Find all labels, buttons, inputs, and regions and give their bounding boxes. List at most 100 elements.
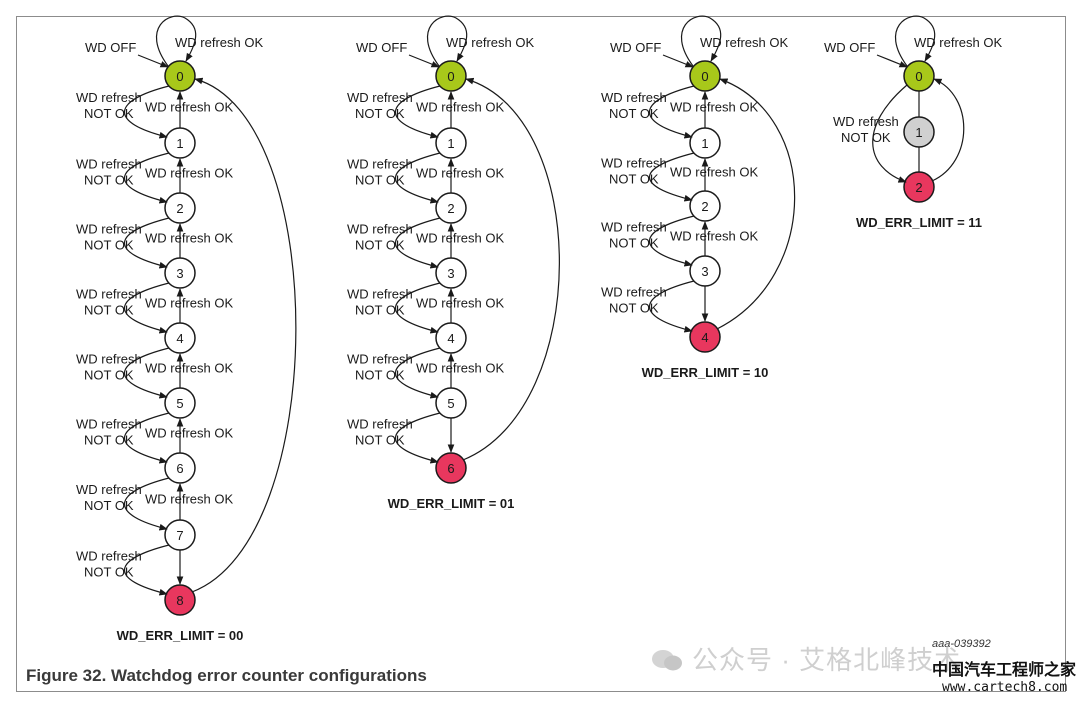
refresh-ok-label-0-6: WD refresh OK — [145, 426, 233, 441]
state-1-2-label: 2 — [447, 201, 454, 216]
not-ok-label-a-0-1: WD refresh — [76, 90, 142, 105]
not-ok-label-a-2-2: WD refresh — [601, 155, 667, 170]
state-1-3-label: 3 — [447, 266, 454, 281]
not-ok-arrow-1-6 — [394, 412, 441, 464]
watermark-text: 公众号 · 艾格北峰技术 — [692, 645, 962, 675]
not-ok-arrow-2-1 — [648, 85, 695, 139]
refresh-ok-label-1-2: WD refresh OK — [416, 166, 504, 181]
state-0-3-label: 3 — [176, 266, 183, 281]
wd-off-arrow-1 — [408, 54, 440, 68]
wd-off-arrow-2 — [662, 54, 694, 68]
not-ok-label-a-2-4: WD refresh — [601, 285, 667, 300]
not-ok-arrow-2-2 — [648, 152, 695, 202]
state-1-6 — [435, 452, 467, 484]
state-0-2-label: 2 — [176, 201, 183, 216]
self-loop-label-1: WD refresh OK — [446, 35, 534, 50]
not-ok-label-b-3: NOT OK — [841, 130, 891, 145]
state-0-7-label: 7 — [176, 528, 183, 543]
not-ok-label-b-0-7: NOT OK — [84, 498, 134, 513]
state-3-0 — [903, 60, 935, 92]
state-1-6-label: 6 — [447, 461, 454, 476]
not-ok-label-b-1-3: NOT OK — [355, 237, 405, 252]
limit-label-3: WD_ERR_LIMIT = 11 — [856, 215, 982, 230]
not-ok-label-b-1-5: NOT OK — [355, 367, 405, 382]
not-ok-arrow-0-3 — [123, 217, 170, 269]
not-ok-label-a-1-1: WD refresh — [347, 90, 413, 105]
wd-off-arrow-3 — [876, 54, 908, 68]
not-ok-label-b-2-2: NOT OK — [609, 171, 659, 186]
state-0-1-label: 1 — [176, 136, 183, 151]
not-ok-arrow-0-7 — [123, 477, 170, 531]
limit-label-1: WD_ERR_LIMIT = 01 — [388, 496, 515, 511]
watermark: 公众号 · 艾格北峰技术 — [650, 640, 961, 677]
refresh-ok-label-0-3: WD refresh OK — [145, 231, 233, 246]
not-ok-arrow-3 — [872, 84, 908, 183]
refresh-ok-label-0-7: WD refresh OK — [145, 492, 233, 507]
not-ok-label-a-1-2: WD refresh — [347, 156, 413, 171]
state-3-0-label: 0 — [915, 69, 922, 84]
not-ok-label-b-2-4: NOT OK — [609, 301, 659, 316]
not-ok-arrow-2-3 — [648, 215, 695, 267]
state-2-3-label: 3 — [701, 264, 708, 279]
refresh-ok-label-0-5: WD refresh OK — [145, 361, 233, 376]
state-2-0 — [689, 60, 721, 92]
not-ok-label-b-0-6: NOT OK — [84, 432, 134, 447]
return-arc-1 — [462, 77, 560, 461]
state-0-6-label: 6 — [176, 461, 183, 476]
wd-off-label-0: WD OFF — [85, 40, 136, 55]
self-loop-2 — [680, 15, 722, 67]
refresh-ok-label-0-2: WD refresh OK — [145, 166, 233, 181]
not-ok-label-b-0-8: NOT OK — [84, 564, 134, 579]
state-1-1-label: 1 — [447, 136, 454, 151]
state-2-1-label: 1 — [701, 136, 708, 151]
not-ok-label-a-1-3: WD refresh — [347, 221, 413, 236]
not-ok-label-a-0-5: WD refresh — [76, 351, 142, 366]
not-ok-label-b-2-3: NOT OK — [609, 235, 659, 250]
not-ok-label-b-1-4: NOT OK — [355, 302, 405, 317]
return-arc-3 — [931, 78, 965, 182]
state-1-0 — [435, 60, 467, 92]
not-ok-label-b-0-1: NOT OK — [84, 106, 134, 121]
wd-off-label-1: WD OFF — [356, 40, 407, 55]
state-3-2 — [903, 171, 935, 203]
return-arc-2 — [716, 78, 796, 330]
self-loop-3 — [894, 15, 936, 67]
refresh-ok-label-2-2: WD refresh OK — [670, 165, 758, 180]
not-ok-arrow-1-1 — [394, 85, 441, 139]
not-ok-arrow-0-8 — [123, 544, 170, 596]
not-ok-arrow-1-5 — [394, 347, 441, 399]
not-ok-label-b-1-1: NOT OK — [355, 106, 405, 121]
site-logo: 中国汽车工程师之家 — [932, 660, 1077, 679]
wd-off-arrow-0 — [137, 54, 169, 68]
not-ok-arrow-0-5 — [123, 347, 170, 399]
state-2-0-label: 0 — [701, 69, 708, 84]
not-ok-label-b-1-6: NOT OK — [355, 432, 405, 447]
self-loop-label-3: WD refresh OK — [914, 35, 1002, 50]
refresh-ok-label-0-4: WD refresh OK — [145, 296, 233, 311]
not-ok-label-a-3: WD refresh — [833, 114, 899, 129]
not-ok-arrow-0-6 — [123, 412, 170, 464]
self-loop-0 — [155, 15, 197, 67]
refresh-ok-label-0-1: WD refresh OK — [145, 100, 233, 115]
figure-caption: Figure 32. Watchdog error counter config… — [26, 666, 427, 685]
state-1-5-label: 5 — [447, 396, 454, 411]
wechat-icon — [652, 650, 682, 671]
state-1-0-label: 0 — [447, 69, 454, 84]
wd-off-label-2: WD OFF — [610, 40, 661, 55]
state-0-5-label: 5 — [176, 396, 183, 411]
refresh-ok-label-2-1: WD refresh OK — [670, 100, 758, 115]
return-arc-0 — [191, 77, 297, 593]
refresh-ok-label-1-1: WD refresh OK — [416, 100, 504, 115]
state-3-1-label: 1 — [915, 125, 922, 140]
not-ok-label-a-2-3: WD refresh — [601, 219, 667, 234]
state-3-2-label: 2 — [915, 180, 922, 195]
state-3-1 — [903, 116, 935, 148]
state-2-2-label: 2 — [701, 199, 708, 214]
not-ok-label-a-1-4: WD refresh — [347, 286, 413, 301]
self-loop-label-0: WD refresh OK — [175, 35, 263, 50]
wd-off-label-3: WD OFF — [824, 40, 875, 55]
not-ok-label-a-0-7: WD refresh — [76, 482, 142, 497]
not-ok-arrow-1-2 — [394, 152, 441, 204]
refresh-ok-label-2-3: WD refresh OK — [670, 229, 758, 244]
